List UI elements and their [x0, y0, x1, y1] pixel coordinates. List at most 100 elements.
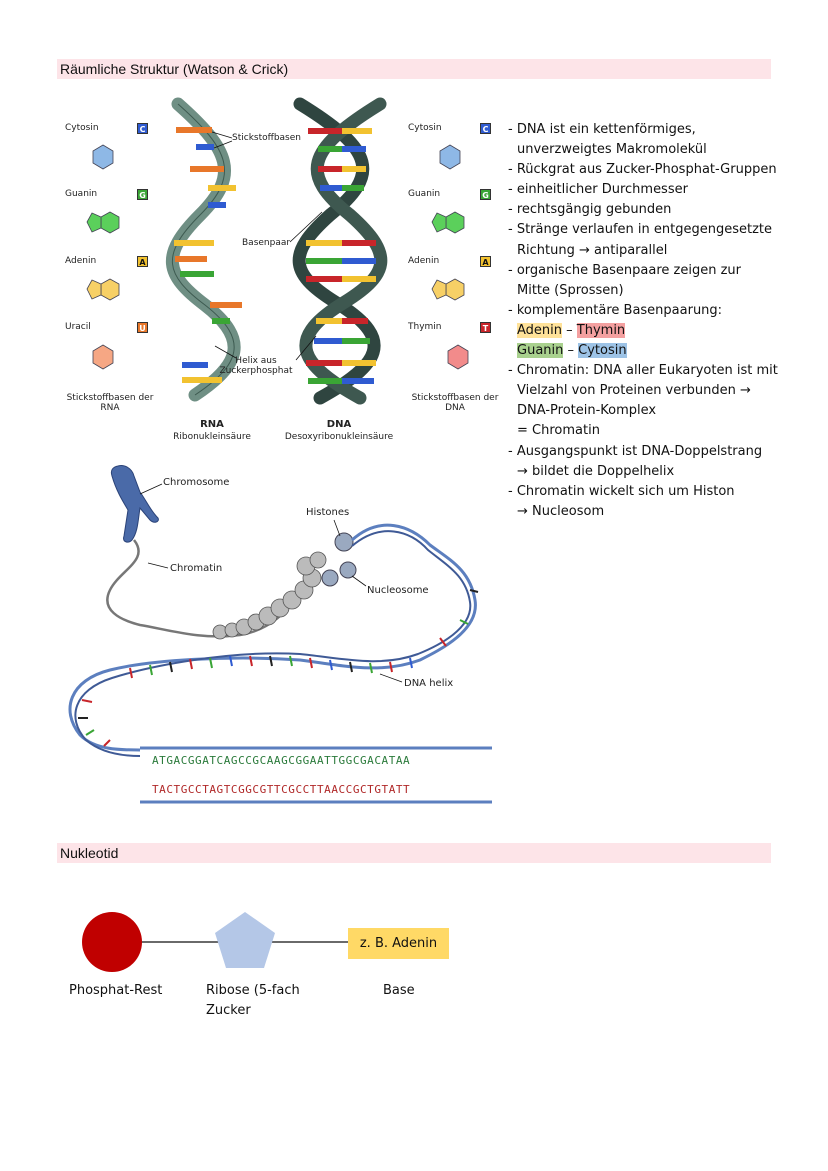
note-text: - Chromatin wickelt sich um Histon [508, 483, 735, 499]
note-text: DNA-Protein-Komplex [517, 403, 657, 419]
pair-guanin: Guanin [517, 343, 564, 359]
note-text: - Rückgrat aus Zucker-Phosphat-Gruppen [508, 162, 777, 178]
dna-cytosin-label: Cytosin [408, 123, 442, 133]
rna-tag-c: C [137, 123, 148, 134]
dna-guanin-label: Guanin [408, 189, 441, 199]
ribose-label-2: Zucker [206, 1003, 251, 1018]
ribose-label-1: Ribose (5-fach [206, 983, 300, 998]
note-text: - Chromatin: DNA aller Eukaryoten ist mi… [508, 363, 778, 399]
pointer-line [139, 483, 163, 495]
pointer-line [147, 562, 169, 569]
pointer-line [289, 211, 323, 243]
zuckerphosphat-label: Zuckerphosphat [219, 366, 293, 376]
dna-tag-g: G [480, 189, 491, 200]
dna-bases-caption: Stickstoffbasen der DNA [411, 393, 499, 413]
note-item: - Chromatin wickelt sich um Histon → Nucl… [508, 482, 778, 522]
dna-helix-rungs [78, 589, 479, 747]
dna-double-helix [292, 97, 388, 405]
rna-base [182, 377, 222, 383]
pointer-line [351, 575, 367, 587]
note-item: - Chromatin: DNA aller Eukaryoten ist mi… [508, 361, 778, 441]
pointer-line [333, 519, 341, 537]
bottom-sequence: TACTGCCTAGTCGGCGTTCGCCTTAACCGCTGTATT [152, 783, 411, 796]
rna-base [175, 256, 207, 262]
arrow-icon: → [517, 503, 528, 519]
pointer-line [379, 673, 403, 683]
section-title-nucleotide: Nukleotid [57, 843, 771, 863]
rna-base [174, 240, 214, 246]
note-item: - Rückgrat aus Zucker-Phosphat-Gruppen [508, 160, 778, 180]
chromatin-label: Chromatin [170, 563, 223, 574]
chromosome-shape [110, 465, 159, 543]
rna-base [208, 185, 236, 191]
nucleosome-label: Nucleosome [367, 585, 429, 596]
note-text: bildet die Doppelhelix [527, 463, 675, 479]
dna-adenin-label: Adenin [408, 256, 440, 266]
base-box: z. B. Adenin [348, 928, 449, 959]
dna-title: DNA [326, 419, 352, 430]
rna-base [176, 127, 212, 133]
rna-base [196, 144, 214, 150]
stickstoffbasen-label: Stickstoffbasen [232, 133, 301, 143]
rna-uracil-label: Uracil [65, 322, 91, 332]
note-text: - DNA ist ein kettenförmiges, unverzweig… [508, 122, 707, 158]
chromosome-label: Chromosome [163, 477, 230, 488]
note-text: - Ausgangspunkt ist DNA-Doppelstrang [508, 443, 763, 459]
histones-label: Histones [306, 507, 350, 518]
arrow-icon: → [517, 463, 528, 479]
structure-notes: - DNA ist ein kettenförmiges, unverzweig… [508, 120, 778, 522]
note-item: - DNA ist ein kettenförmiges, unverzweig… [508, 120, 778, 160]
dna-full-name: Desoxyribonukleinsäure [284, 432, 394, 442]
note-text: - einheitlicher Durchmesser [508, 182, 688, 198]
pointer-line [213, 140, 233, 149]
rna-tag-a: A [137, 256, 148, 267]
rna-title: RNA [200, 419, 224, 430]
pointer-line [295, 335, 317, 361]
dna-tag-c: C [480, 123, 491, 134]
phosphate-circle [82, 912, 142, 972]
rna-tag-u: U [137, 322, 148, 333]
note-text: = Chromatin [517, 423, 600, 439]
rna-cytosin-label: Cytosin [65, 123, 99, 133]
adenine-molecule-rna [86, 278, 120, 301]
note-text: - rechtsgängig gebunden [508, 202, 672, 218]
dna-thymin-label: Thymin [408, 322, 442, 332]
note-item: - organische Basenpaare zeigen zur Mitte… [508, 261, 778, 301]
pair-cytosin: Cytosin [578, 343, 627, 359]
pair-thymin: Thymin [576, 322, 626, 338]
cytosine-molecule-rna [92, 144, 114, 170]
note-item: - Ausgangspunkt ist DNA-Doppelstrang → bi… [508, 442, 778, 482]
rna-base [208, 202, 226, 208]
note-text: Nucleosom [527, 503, 605, 519]
uracil-molecule-rna [92, 344, 114, 370]
guanine-molecule-dna [431, 211, 465, 234]
dna-strand-backbone [68, 523, 477, 752]
adenine-molecule-dna [431, 278, 465, 301]
rna-base [212, 318, 230, 324]
cytosine-molecule-dna [439, 144, 461, 170]
ribose-pentagon [215, 912, 275, 968]
arrow-icon: → [739, 383, 751, 399]
chromatin-coils [212, 551, 327, 640]
note-item: - Stränge verlaufen in entgegengesetzte … [508, 220, 778, 260]
rna-full-name: Ribonukleinsäure [173, 432, 251, 442]
note-text: - organische Basenpaare zeigen zur Mitte… [508, 262, 741, 298]
rna-adenin-label: Adenin [65, 256, 97, 266]
note-item: - komplementäre Basenpaarung: Adenin – T… [508, 301, 778, 361]
pointer-line [214, 345, 237, 359]
helix-illustration [86, 97, 469, 405]
dna-tag-t: T [480, 322, 491, 333]
arrow-icon: → [579, 242, 590, 258]
helix-aus-label: Helix aus [235, 356, 277, 366]
note-item: - einheitlicher Durchmesser [508, 180, 778, 200]
pair-adenin: Adenin [517, 322, 563, 338]
basenpaar-label: Basenpaar [242, 238, 291, 248]
thymine-molecule-dna [447, 344, 469, 370]
rna-base [180, 271, 214, 277]
rna-base [182, 362, 208, 368]
rna-bases-caption: Stickstoffbasen der RNA [66, 393, 154, 413]
chromatin-figure [68, 465, 492, 804]
section-title-structure: Räumliche Struktur (Watson & Crick) [57, 59, 771, 79]
dna-helix-label: DNA helix [404, 678, 454, 689]
top-sequence: ATGACGGATCAGCCGCAAGCGGAATTGGCGACATAA [152, 754, 411, 767]
